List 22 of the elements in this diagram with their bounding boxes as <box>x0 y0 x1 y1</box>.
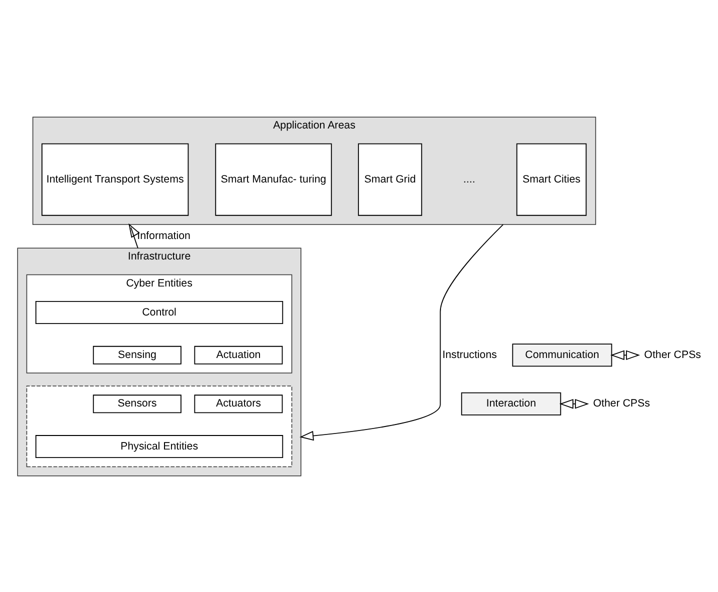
arrow <box>300 224 504 440</box>
arrow <box>559 398 589 408</box>
node-box: Sensors <box>92 394 182 413</box>
node-box: Interaction <box>461 392 562 415</box>
cluster <box>26 385 292 467</box>
node-box: Actuators <box>194 394 283 413</box>
node-box: Sensing <box>92 345 182 364</box>
node-text: Other CPSs <box>644 348 702 360</box>
arrow <box>128 222 140 248</box>
edge-label: Instructions <box>442 348 497 360</box>
node-box: Actuation <box>194 345 283 364</box>
node-box: Physical Entities <box>35 434 284 458</box>
node-box: Intelligent Transport Systems <box>42 142 189 216</box>
node-box: Smart Cities <box>516 142 587 216</box>
node-text: Other CPSs <box>593 397 650 410</box>
node-box: Control <box>35 300 284 324</box>
arrow <box>610 350 640 360</box>
node-box: Smart Manufac- turing <box>215 142 332 216</box>
edge-label: Information <box>137 230 190 242</box>
node-box: Smart Grid <box>358 142 422 216</box>
node-box: Communication <box>512 343 612 366</box>
label: .... <box>463 172 476 185</box>
